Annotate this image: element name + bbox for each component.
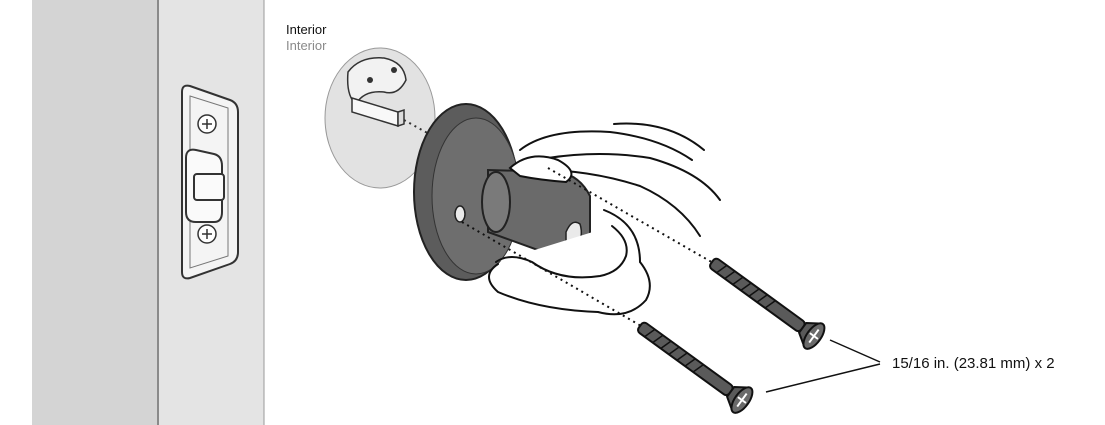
- latch-bolt: [186, 150, 224, 222]
- mounting-screw: [703, 250, 828, 352]
- mounting-screw: [631, 314, 756, 416]
- callout-lines: [766, 340, 880, 392]
- interior-subtitle: Interior: [286, 38, 326, 54]
- screw-spec-label: 15/16 in. (23.81 mm) x 2: [892, 355, 1055, 372]
- latch-faceplate: [182, 86, 238, 279]
- interior-title: Interior: [286, 22, 326, 38]
